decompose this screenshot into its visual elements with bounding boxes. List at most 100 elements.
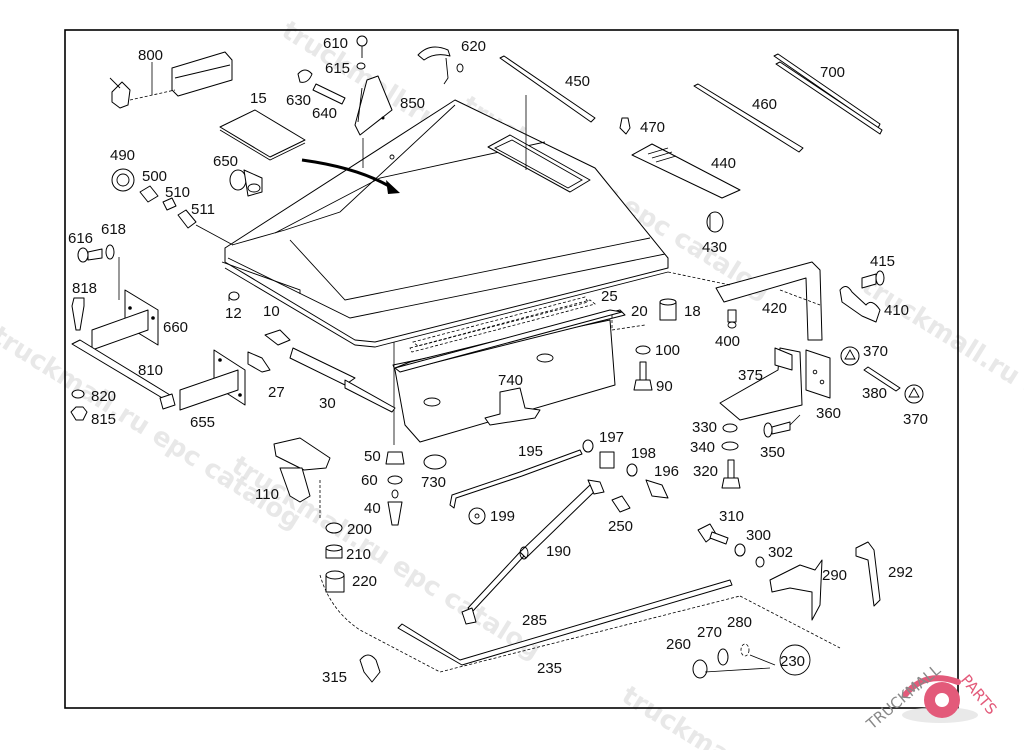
part-90-bolt[interactable]	[633, 361, 653, 391]
callout-label[interactable]: 360	[816, 405, 841, 422]
part-400-pin[interactable]	[727, 309, 737, 329]
callout-label[interactable]: 195	[518, 443, 543, 460]
callout-label[interactable]: 260	[666, 636, 691, 653]
callout-label[interactable]: 220	[352, 573, 377, 590]
part-440-vent-grille[interactable]	[631, 143, 741, 199]
callout-label[interactable]: 450	[565, 73, 590, 90]
part-195-rod[interactable]	[449, 449, 583, 509]
part-370-washer-b[interactable]	[904, 384, 924, 404]
callout-label[interactable]: 198	[631, 445, 656, 462]
callout-label[interactable]: 200	[347, 521, 372, 538]
callout-label[interactable]: 190	[546, 543, 571, 560]
callout-label[interactable]: 511	[191, 201, 215, 218]
part-20-strip[interactable]	[394, 309, 646, 373]
part-292-handle[interactable]	[855, 541, 881, 607]
part-380-pin[interactable]	[863, 366, 901, 392]
part-230-kit-ring[interactable]	[779, 644, 811, 676]
part-210-spacer[interactable]	[325, 544, 343, 559]
part-415-screw[interactable]	[861, 270, 885, 289]
callout-label[interactable]: 270	[697, 624, 722, 641]
callout-label[interactable]: 40	[364, 500, 381, 517]
callout-label[interactable]: 10	[263, 303, 280, 320]
part-330-washer[interactable]	[722, 423, 738, 433]
part-250-ball-stud[interactable]	[611, 495, 631, 513]
callout-label[interactable]: 800	[138, 47, 163, 64]
callout-label[interactable]: 340	[690, 439, 715, 456]
part-460-rod[interactable]	[693, 83, 804, 153]
callout-label[interactable]: 197	[599, 429, 624, 446]
callout-label[interactable]: 30	[319, 395, 336, 412]
callout-label[interactable]: 650	[213, 153, 238, 170]
callout-label[interactable]: 610	[323, 35, 348, 52]
callout-label[interactable]: 618	[101, 221, 126, 238]
part-320-bolt[interactable]	[721, 459, 741, 489]
hood-panel[interactable]	[221, 95, 669, 348]
callout-label[interactable]: 235	[537, 660, 562, 677]
part-850-bracket[interactable]	[354, 75, 393, 136]
part-60-washer[interactable]	[387, 475, 403, 485]
part-220-sleeve[interactable]	[325, 570, 345, 593]
callout-label[interactable]: 370	[903, 411, 928, 428]
callout-label[interactable]: 400	[715, 333, 740, 350]
callout-label[interactable]: 818	[72, 280, 97, 297]
part-270-grommet[interactable]	[717, 648, 729, 666]
callout-label[interactable]: 50	[364, 448, 381, 465]
callout-label[interactable]: 730	[421, 474, 446, 491]
callout-label[interactable]: 292	[888, 564, 913, 581]
part-818-bolt[interactable]	[71, 297, 85, 331]
part-235-seal[interactable]	[319, 574, 841, 673]
part-27-clip[interactable]	[247, 351, 271, 373]
callout-label[interactable]: 250	[608, 518, 633, 535]
part-700-strip[interactable]	[773, 53, 883, 135]
part-430-bumper[interactable]	[706, 211, 724, 233]
callout-label[interactable]: 302	[768, 544, 793, 561]
part-15-pad[interactable]	[219, 109, 306, 161]
callout-label[interactable]: 470	[640, 119, 665, 136]
callout-label[interactable]: 510	[165, 184, 190, 201]
callout-label[interactable]: 15	[250, 90, 267, 107]
part-420-hinge-arm[interactable]	[667, 261, 823, 341]
part-620-hook[interactable]	[417, 46, 464, 85]
callout-label[interactable]: 300	[746, 527, 771, 544]
callout-label[interactable]: 199	[490, 508, 515, 525]
part-196-bolt[interactable]	[645, 479, 669, 499]
part-302-washer[interactable]	[755, 556, 765, 568]
part-655-bracket[interactable]	[179, 349, 246, 411]
callout-label[interactable]: 320	[693, 463, 718, 480]
part-630-640-clip-pin[interactable]	[297, 69, 346, 105]
part-730-clip[interactable]	[423, 454, 447, 470]
part-511-rivet[interactable]	[177, 209, 234, 246]
part-310-bolt[interactable]	[697, 523, 729, 545]
callout-label[interactable]: 285	[522, 612, 547, 629]
callout-label[interactable]: 616	[68, 230, 93, 247]
part-350-screw[interactable]	[763, 414, 801, 438]
callout-label[interactable]: 60	[361, 472, 378, 489]
callout-label[interactable]: 640	[312, 105, 337, 122]
callout-label[interactable]: 25	[601, 288, 618, 305]
part-510-nut[interactable]	[162, 197, 177, 211]
part-618-washer[interactable]	[105, 244, 120, 300]
callout-label[interactable]: 820	[91, 388, 116, 405]
callout-label[interactable]: 620	[461, 38, 486, 55]
callout-label[interactable]: 196	[654, 463, 679, 480]
callout-label[interactable]: 380	[862, 385, 887, 402]
part-660-bracket[interactable]	[91, 289, 159, 351]
part-470-clip[interactable]	[619, 117, 631, 135]
part-190-gas-strut[interactable]	[461, 479, 605, 625]
part-616-screw[interactable]	[77, 247, 103, 263]
callout-label[interactable]: 27	[268, 384, 285, 401]
part-30-seal-strip[interactable]	[264, 329, 396, 413]
callout-label[interactable]: 500	[142, 168, 167, 185]
callout-label[interactable]: 815	[91, 411, 116, 428]
part-200-washer[interactable]	[325, 522, 343, 534]
callout-label[interactable]: 410	[884, 302, 909, 319]
callout-label[interactable]: 100	[655, 342, 680, 359]
part-800-weatherstrip[interactable]	[109, 51, 233, 109]
callout-label[interactable]: 630	[286, 92, 311, 109]
callout-label[interactable]: 350	[760, 444, 785, 461]
part-370-washer-a[interactable]	[840, 346, 860, 366]
part-360-backing-plate[interactable]	[805, 349, 831, 399]
part-410-hinge-link[interactable]	[839, 286, 881, 323]
callout-label[interactable]: 810	[138, 362, 163, 379]
callout-label[interactable]: 460	[752, 96, 777, 113]
